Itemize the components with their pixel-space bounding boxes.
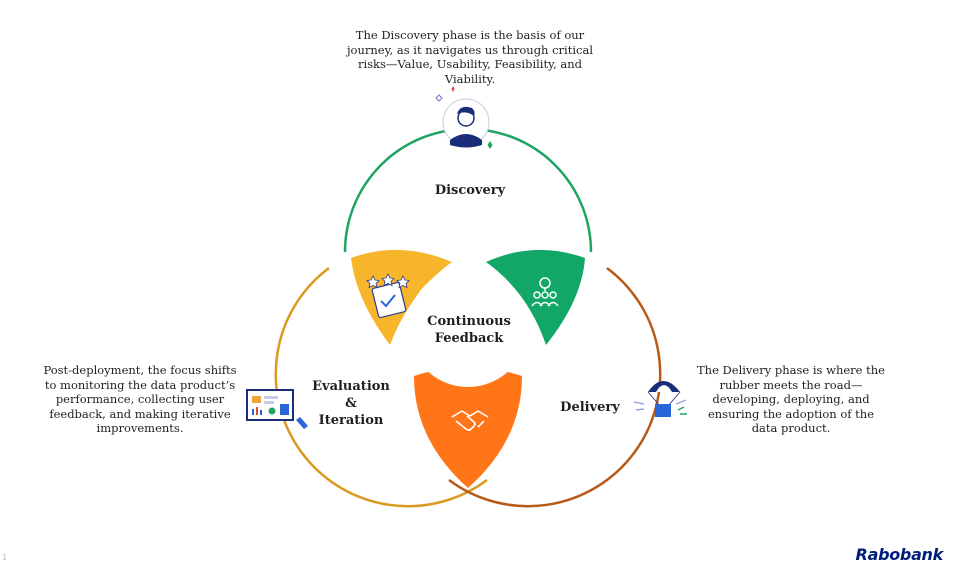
page-number: 1 <box>2 553 8 562</box>
evaluation-description: Post-deployment, the focus shifts to mon… <box>43 363 237 435</box>
evaluation-label-line2: & <box>345 396 357 411</box>
continuous-feedback-label-line2: Feedback <box>434 331 504 346</box>
dashboard-screen-icon <box>246 389 308 429</box>
delivery-circle <box>448 266 662 508</box>
discovery-label: Discovery <box>434 183 506 198</box>
person-avatar-icon <box>435 86 493 149</box>
parachute-box-icon <box>633 381 687 417</box>
overlap-evaluation-delivery <box>414 367 522 488</box>
team-idea-icon <box>531 277 559 307</box>
rabobank-logo: Rabobank <box>855 545 944 564</box>
discovery-description: The Discovery phase is the basis of our … <box>346 28 594 86</box>
delivery-label: Delivery <box>560 400 620 415</box>
center-circle <box>408 267 528 387</box>
continuous-feedback-label-line1: Continuous <box>427 314 511 329</box>
evaluation-circle <box>274 266 488 508</box>
evaluation-label-line1: Evaluation <box>312 379 390 394</box>
star-rating-checklist-icon <box>366 273 410 319</box>
evaluation-label-line3: Iteration <box>318 413 384 428</box>
delivery-description: The Delivery phase is where the rubber m… <box>697 363 885 435</box>
handshake-icon <box>451 410 489 431</box>
